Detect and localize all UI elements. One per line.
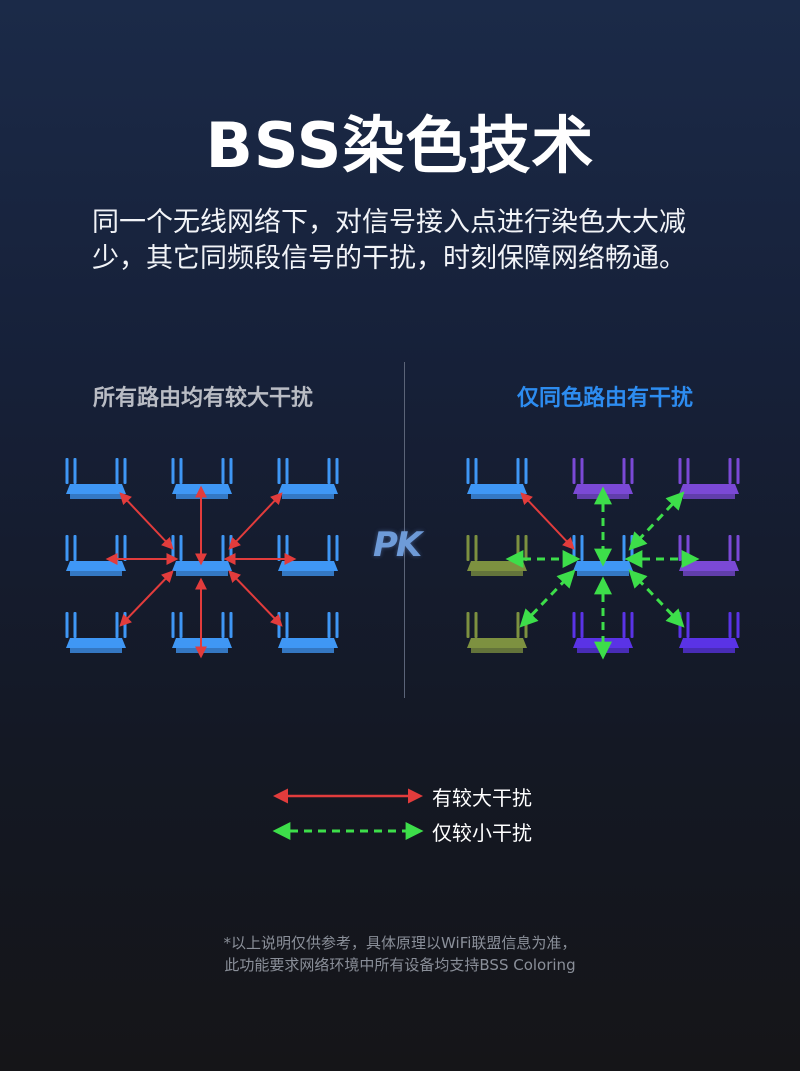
right-router-r1c3: [678, 458, 740, 499]
left-router-r1c3: [277, 458, 339, 499]
right-arrow-sw: [519, 569, 576, 628]
description-line-2: 少，其它同频段信号的干扰，时刻保障网络畅通。: [92, 243, 686, 274]
left-arrow-se: [228, 570, 283, 627]
right-interference-arrows: [505, 486, 700, 660]
right-router-r2c3: [678, 535, 740, 576]
right-router-r2c2: [572, 535, 634, 576]
right-panel-title: 仅同色路由有干扰: [516, 386, 693, 411]
legend-weak-arrow: [272, 822, 424, 840]
legend-weak: 仅较小干扰: [272, 818, 532, 845]
right-router-r3c2: [572, 612, 634, 653]
description-line-1: 同一个无线网络下，对信号接入点进行染色大大减: [92, 207, 686, 238]
left-arrow-ne: [228, 492, 283, 550]
right-router-r3c3: [678, 612, 740, 653]
left-router-r1c1: [65, 458, 127, 499]
left-interference-arrows: [105, 485, 297, 659]
legend-strong-arrow: [273, 788, 423, 804]
left-router-r2c1: [65, 535, 127, 576]
right-arrow-se: [628, 569, 685, 628]
right-router-grid: [466, 458, 740, 653]
footnote-line-1: *以上说明仅供参考，具体原理以WiFi联盟信息为准，: [223, 934, 577, 952]
panel-divider: [404, 362, 405, 698]
right-router-r2c1: [466, 535, 528, 576]
left-router-r3c3: [277, 612, 339, 653]
legend-strong-label: 有较大干扰: [432, 785, 532, 810]
left-arrow-nw: [119, 492, 174, 550]
left-arrow-sw: [119, 570, 174, 627]
left-panel-title: 所有路由均有较大干扰: [92, 386, 313, 411]
footnote-line-2: 此功能要求网络环境中所有设备均支持BSS Coloring: [224, 956, 576, 974]
right-arrow-nw: [520, 492, 575, 550]
legend-weak-label: 仅较小干扰: [432, 820, 532, 845]
description: 同一个无线网络下，对信号接入点进行染色大大减 少，其它同频段信号的干扰，时刻保障…: [92, 205, 732, 277]
right-router-r3c1: [466, 612, 528, 653]
legend-strong: 有较大干扰: [272, 783, 532, 810]
left-router-r3c1: [65, 612, 127, 653]
left-router-r2c3: [277, 535, 339, 576]
right-arrow-ne: [628, 491, 685, 551]
page-title: BSS染色技术: [205, 109, 595, 182]
right-router-r1c1: [466, 458, 528, 499]
pk-label: PK: [373, 525, 422, 565]
footnote: *以上说明仅供参考，具体原理以WiFi联盟信息为准， 此功能要求网络环境中所有设…: [0, 932, 800, 976]
